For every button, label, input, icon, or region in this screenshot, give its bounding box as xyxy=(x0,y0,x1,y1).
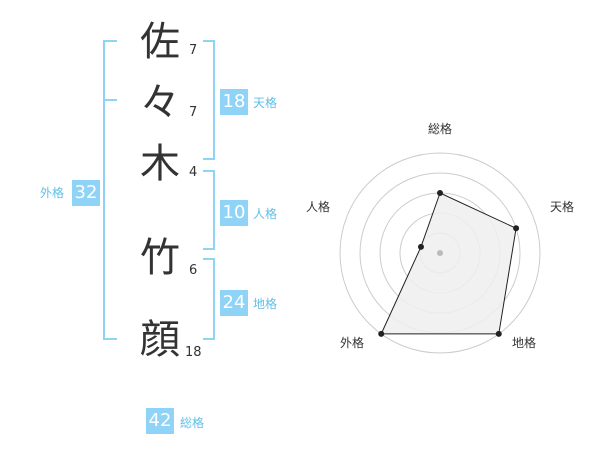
name-char-2: 々 xyxy=(140,80,180,126)
tenkaku-bracket-top xyxy=(203,40,215,42)
jinkaku-score: 10 xyxy=(220,200,248,226)
radar-axis-label-chikaku: 地格 xyxy=(511,336,536,350)
gaikaku-bracket-top xyxy=(103,40,117,42)
tenkaku-bracket-vertical xyxy=(213,40,215,160)
radar-point-2 xyxy=(495,330,502,337)
radar-point-3 xyxy=(378,330,385,337)
jinkaku-label: 人格 xyxy=(253,207,278,221)
stroke-count-4: 6 xyxy=(189,263,198,278)
gaikaku-bracket-tick xyxy=(103,99,117,101)
tenkaku-bracket-bottom xyxy=(203,158,215,160)
tenkaku-score: 18 xyxy=(220,89,248,115)
jinkaku-bracket-vertical xyxy=(213,170,215,250)
radar-points xyxy=(378,190,520,337)
soukaku-score: 42 xyxy=(146,408,174,434)
stroke-count-3: 4 xyxy=(189,165,198,180)
radar-center-dot xyxy=(437,250,443,256)
gaikaku-bracket-vertical xyxy=(103,40,105,340)
radar-axis-label-jinkaku: 人格 xyxy=(305,200,330,214)
radar-axis-label-gaikaku: 外格 xyxy=(339,336,364,350)
name-char-5: 顔 xyxy=(140,317,180,363)
gaikaku-score: 32 xyxy=(72,180,100,206)
radar-chart xyxy=(339,152,541,354)
jinkaku-bracket-top xyxy=(203,170,215,172)
soukaku-label: 総格 xyxy=(180,416,205,430)
name-char-3: 木 xyxy=(140,141,180,187)
chikaku-score: 24 xyxy=(220,290,248,316)
radar-area xyxy=(380,192,517,335)
stroke-count-2: 7 xyxy=(189,105,198,120)
radar-axis-label-soukaku: 総格 xyxy=(427,122,452,136)
chikaku-bracket-vertical xyxy=(213,258,215,340)
name-char-1: 佐 xyxy=(140,19,180,65)
chikaku-bracket-top xyxy=(203,258,215,260)
radar-point-1 xyxy=(513,225,520,232)
radar-point-4 xyxy=(417,243,424,250)
stroke-count-1: 7 xyxy=(189,43,198,58)
name-char-4: 竹 xyxy=(140,235,180,281)
gaikaku-label: 外格 xyxy=(40,186,65,200)
tenkaku-label: 天格 xyxy=(253,96,278,110)
radar-axis-label-tenkaku: 天格 xyxy=(549,200,574,214)
chikaku-bracket-bottom xyxy=(203,338,215,340)
gaikaku-bracket-bottom xyxy=(103,338,117,340)
radar-point-0 xyxy=(437,190,443,196)
jinkaku-bracket-bottom xyxy=(203,248,215,250)
radar-grid-ring xyxy=(339,152,541,354)
stroke-count-5: 18 xyxy=(185,345,202,360)
chikaku-label: 地格 xyxy=(253,297,278,311)
